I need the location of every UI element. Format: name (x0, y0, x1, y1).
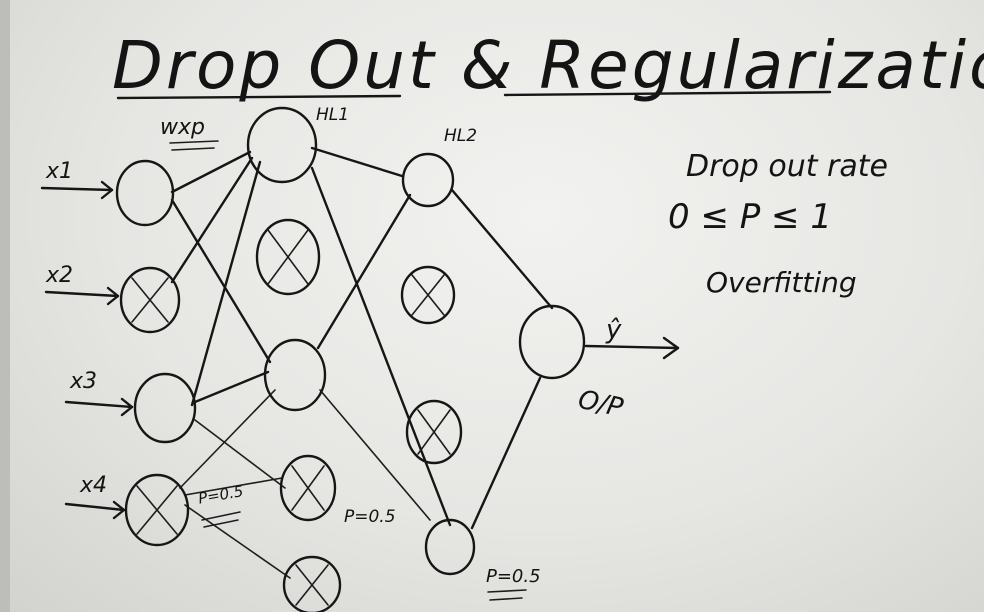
board-edge (0, 0, 10, 612)
input-neuron-x3 (133, 372, 197, 444)
hl1-neuron-5-dropped (282, 555, 342, 612)
x2-label: x2 (45, 263, 73, 288)
x1-label: x1 (45, 159, 73, 184)
hl2-neuron-3-dropped (405, 399, 463, 465)
hl1-label: HL1 (316, 105, 349, 125)
hl2-neuron-2-dropped (400, 265, 456, 325)
wxp-underline-2 (171, 147, 215, 151)
p-hl2-underline-1 (487, 589, 527, 593)
input-neuron-x4-dropped (124, 473, 190, 547)
output-label: O/P (575, 385, 625, 424)
output-neuron (518, 304, 586, 380)
note-p-range: 0 ≤ P ≤ 1 (668, 197, 832, 237)
title-underline-left (116, 94, 402, 100)
hl1-neuron-2-dropped (255, 218, 321, 296)
input-neuron-x2-dropped (119, 266, 181, 334)
p-hl2-underline-2 (489, 597, 523, 601)
input-neuron-x1 (115, 159, 175, 227)
connections-hl1-hl2 (310, 146, 452, 527)
p-input-underline-1 (201, 511, 241, 521)
connections-hl2-output (450, 188, 554, 530)
p-input-underline-2 (203, 519, 239, 528)
input-arrows (40, 180, 134, 520)
dropout-prob-hl2: P=0.5 (486, 566, 541, 587)
connections-input-hl1 (170, 150, 291, 579)
note-overfitting: Overfitting (706, 266, 857, 299)
wxp-underline-1 (169, 140, 219, 144)
note-dropout-rate: Drop out rate (686, 149, 888, 184)
hl2-label: HL2 (444, 126, 477, 146)
hl2-neuron-4 (424, 518, 476, 576)
x4-label: x4 (79, 473, 107, 498)
dropout-prob-input: P=0.5 (197, 482, 245, 508)
dropout-prob-hidden: P=0.5 (344, 507, 396, 527)
hl1-neuron-1 (246, 106, 318, 184)
y-hat-label: ŷ (605, 315, 622, 345)
hl1-neuron-3 (263, 338, 327, 412)
hl2-neuron-1 (401, 152, 455, 208)
title: Drop Out & Regularization (112, 27, 984, 104)
output-arrow (584, 336, 680, 360)
title-underline-right (503, 90, 832, 97)
wxp-label: wxp (160, 115, 205, 140)
hl1-neuron-4-dropped (279, 454, 337, 522)
x3-label: x3 (69, 369, 97, 394)
